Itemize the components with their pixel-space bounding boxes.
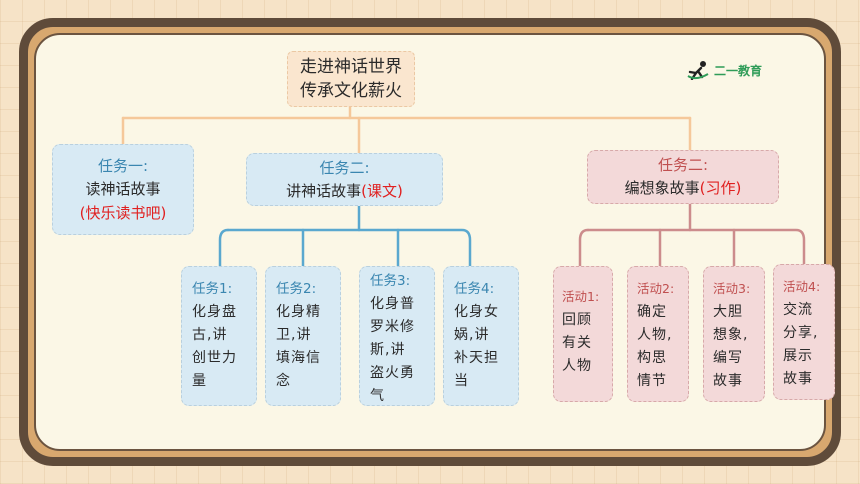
root-node: 走进神话世界 传承文化薪火	[287, 51, 415, 107]
activity-2-line: 构思	[637, 350, 667, 366]
branch-1-head: 任务一:	[97, 157, 149, 175]
task-4-line: 化身女	[454, 304, 499, 320]
activity-1-head: 活动1:	[562, 289, 600, 304]
task-3-head: 任务3:	[370, 273, 411, 289]
logo-text: 二一教育	[714, 63, 763, 78]
task-4-line: 娲,讲	[454, 327, 490, 343]
task-2-line: 填海信	[276, 350, 321, 366]
task-3-line: 化身普	[370, 296, 415, 312]
task-node-3: 任务3: 化身普 罗米修 斯,讲 盗火勇 气	[359, 266, 435, 406]
activity-3-line: 大胆	[713, 304, 743, 320]
activity-1-line: 回顾	[562, 312, 592, 328]
activity-2-head: 活动2:	[637, 281, 675, 296]
branch-3-body: 编想象故事	[624, 179, 700, 197]
activity-1-line: 人物	[562, 358, 592, 374]
activity-4-line: 展示	[783, 348, 813, 364]
branch-1-body: 读神话故事	[85, 180, 161, 198]
activity-2-line: 人物,	[637, 327, 673, 343]
task-2-head: 任务2:	[276, 281, 317, 297]
task-node-1: 任务1: 化身盘 古,讲 创世力 量	[181, 266, 257, 406]
activity-2-line: 确定	[637, 304, 667, 320]
activity-node-4: 活动4: 交流 分享, 展示 故事	[773, 264, 835, 400]
task-1-line: 量	[192, 373, 207, 389]
task-node-4: 任务4: 化身女 娲,讲 补天担 当	[443, 266, 519, 406]
activity-node-2: 活动2: 确定 人物, 构思 情节	[627, 266, 689, 402]
activity-3-line: 故事	[713, 373, 743, 389]
task-3-line: 罗米修	[370, 319, 415, 335]
task-node-2: 任务2: 化身精 卫,讲 填海信 念	[265, 266, 341, 406]
activity-3-line: 想象,	[713, 327, 749, 343]
brand-logo: 二一教育	[686, 60, 762, 80]
activity-2-line: 情节	[637, 373, 667, 389]
branch-3-note: (习作)	[699, 179, 742, 197]
task-1-line: 创世力	[192, 350, 237, 366]
blue-bar	[218, 228, 230, 268]
task-2-line: 化身精	[276, 304, 321, 320]
task-1-line: 古,讲	[192, 327, 228, 343]
task-4-head: 任务4:	[454, 281, 495, 297]
branch-3-head: 任务二:	[657, 156, 709, 174]
branch-node-3: 任务二: 编想象故事(习作)	[587, 150, 779, 204]
activity-3-line: 编写	[713, 350, 743, 366]
root-line-1: 走进神话世界	[300, 57, 402, 77]
task-2-line: 念	[276, 373, 291, 389]
task-3-line: 盗火勇	[370, 365, 415, 381]
activity-3-head: 活动3:	[713, 281, 751, 296]
task-3-line: 气	[370, 388, 385, 404]
branch-2-head: 任务二:	[319, 159, 370, 177]
branch-2-body: 讲神话故事	[286, 182, 362, 200]
activity-4-head: 活动4:	[783, 279, 821, 294]
task-4-line: 补天担	[454, 350, 499, 366]
task-4-line: 当	[454, 373, 469, 389]
activity-1-line: 有关	[562, 335, 592, 351]
activity-node-3: 活动3: 大胆 想象, 编写 故事	[703, 266, 765, 402]
branch-2-note: (课文)	[361, 182, 403, 200]
branch-1-note: (快乐读书吧)	[79, 204, 167, 222]
activity-node-1: 活动1: 回顾 有关 人物	[553, 266, 613, 402]
running-man-icon	[687, 61, 709, 80]
task-1-head: 任务1:	[192, 281, 233, 297]
activity-4-line: 分享,	[783, 325, 819, 341]
task-2-line: 卫,讲	[276, 327, 312, 343]
pink-bar	[578, 228, 590, 268]
branch-node-2: 任务二: 讲神话故事(课文)	[246, 153, 443, 206]
activity-4-line: 交流	[783, 302, 813, 318]
activity-4-line: 故事	[783, 371, 813, 387]
branch-node-1: 任务一: 读神话故事 (快乐读书吧)	[52, 144, 194, 235]
task-3-line: 斯,讲	[370, 342, 406, 358]
task-1-line: 化身盘	[192, 304, 237, 320]
root-line-2: 传承文化薪火	[300, 81, 402, 101]
